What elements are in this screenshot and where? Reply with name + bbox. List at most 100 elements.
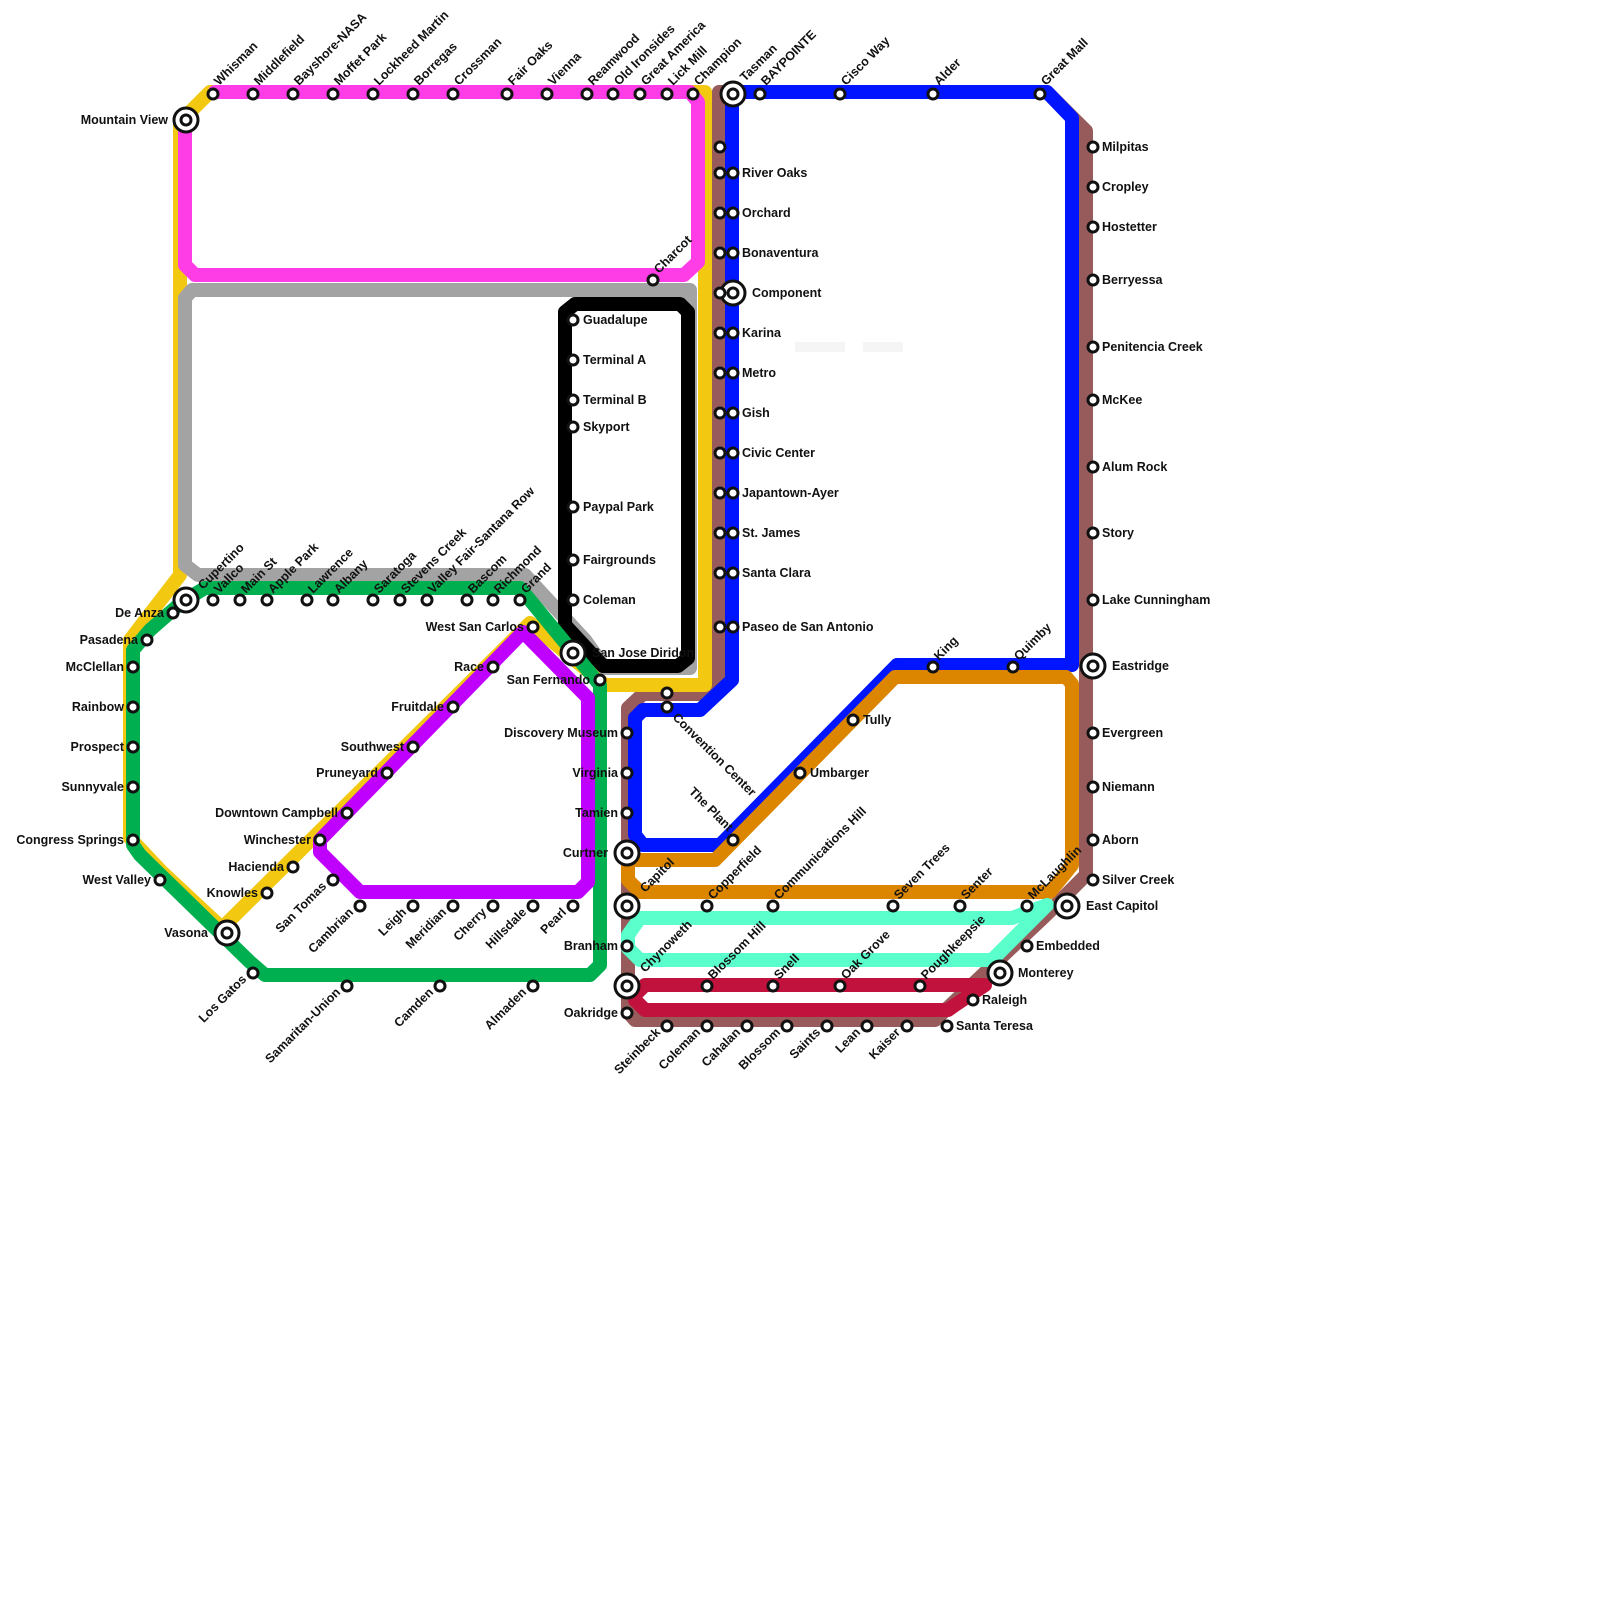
station-reamwood[interactable] [580, 87, 594, 101]
station-fruitdale[interactable] [446, 700, 460, 714]
station-saratoga[interactable] [366, 593, 380, 607]
station-cherry[interactable] [486, 899, 500, 913]
station-downtown-campbell[interactable] [340, 806, 354, 820]
station-guadalupe[interactable] [566, 313, 580, 327]
station-raleigh[interactable] [966, 993, 980, 1007]
station-vallco[interactable] [206, 593, 220, 607]
station-yellow-column[interactable] [713, 166, 727, 180]
station-whisman[interactable] [206, 87, 220, 101]
station-congress-springs[interactable] [126, 833, 140, 847]
station-convention-center[interactable] [660, 686, 674, 700]
station-virginia[interactable] [620, 766, 634, 780]
interchange-monterey[interactable] [986, 959, 1014, 987]
brown-line[interactable] [621, 85, 1093, 1027]
station-rainbow[interactable] [126, 700, 140, 714]
station-los-gatos[interactable] [246, 966, 260, 980]
station-story[interactable] [1086, 526, 1100, 540]
station-main-st[interactable] [233, 593, 247, 607]
station-mcclellan[interactable] [126, 660, 140, 674]
station-tamien[interactable] [620, 806, 634, 820]
station-coleman-south[interactable] [700, 1019, 714, 1033]
station-bascom[interactable] [460, 593, 474, 607]
station-japantown-ayer[interactable] [726, 486, 740, 500]
station-communications-hill[interactable] [766, 899, 780, 913]
station-moffet-park[interactable] [326, 87, 340, 101]
station-yellow-column[interactable] [713, 286, 727, 300]
station-seven-trees[interactable] [886, 899, 900, 913]
station-skyport[interactable] [566, 420, 580, 434]
station-civic-center[interactable] [726, 446, 740, 460]
station-st-james[interactable] [726, 526, 740, 540]
station-yellow-column[interactable] [713, 326, 727, 340]
station-mclaughlin[interactable] [1020, 899, 1034, 913]
station-prospect[interactable] [126, 740, 140, 754]
interchange-component[interactable] [719, 279, 747, 307]
station-southwest[interactable] [406, 740, 420, 754]
orange-line[interactable] [621, 670, 1079, 899]
interchange-mountain-view[interactable] [172, 106, 200, 134]
station-paseo-de-san-antonio[interactable] [726, 620, 740, 634]
station-copperfield[interactable] [700, 899, 714, 913]
station-saints[interactable] [820, 1019, 834, 1033]
station-fair-oaks[interactable] [500, 87, 514, 101]
black-line[interactable] [558, 297, 695, 673]
station-yellow-column[interactable] [713, 566, 727, 580]
interchange-east-capitol[interactable] [1053, 892, 1081, 920]
station-snell[interactable] [766, 979, 780, 993]
station-river-oaks[interactable] [726, 166, 740, 180]
station-race[interactable] [486, 660, 500, 674]
station-great-america[interactable] [633, 87, 647, 101]
station-terminal-a[interactable] [566, 353, 580, 367]
station-karina[interactable] [726, 326, 740, 340]
station-old-ironsides[interactable] [606, 87, 620, 101]
station-hacienda[interactable] [286, 860, 300, 874]
station-samaritan-union[interactable] [340, 979, 354, 993]
station-pearl[interactable] [566, 899, 580, 913]
station-umbarger[interactable] [793, 766, 807, 780]
station-middlefield[interactable] [246, 87, 260, 101]
station-san-tomas[interactable] [326, 873, 340, 887]
station-fairgrounds[interactable] [566, 553, 580, 567]
station-lean[interactable] [860, 1019, 874, 1033]
station-cisco-way[interactable] [833, 87, 847, 101]
station-poughkeepsie[interactable] [913, 979, 927, 993]
station-winchester[interactable] [313, 833, 327, 847]
station-pruneyard[interactable] [380, 766, 394, 780]
station-tully[interactable] [846, 713, 860, 727]
station-yellow-column[interactable] [713, 206, 727, 220]
station-cambrian[interactable] [353, 899, 367, 913]
station-de-anza[interactable] [166, 606, 180, 620]
station-knowles[interactable] [260, 886, 274, 900]
crimson-line[interactable] [628, 978, 992, 1017]
station-oakridge[interactable] [620, 1006, 634, 1020]
station-leigh[interactable] [406, 899, 420, 913]
interchange-san-jose-diridon[interactable] [559, 639, 587, 667]
station-alder[interactable] [926, 87, 940, 101]
station-alum-rock[interactable] [1086, 460, 1100, 474]
station-quimby[interactable] [1006, 660, 1020, 674]
station-san-fernando[interactable] [593, 673, 607, 687]
station-baypointe[interactable] [753, 87, 767, 101]
station-bayshore-nasa[interactable] [286, 87, 300, 101]
interchange-curtner[interactable] [613, 839, 641, 867]
station-richmond[interactable] [486, 593, 500, 607]
interchange-tasman[interactable] [719, 80, 747, 108]
station-blossom[interactable] [780, 1019, 794, 1033]
station-grand[interactable] [513, 593, 527, 607]
station-yellow-column[interactable] [713, 140, 727, 154]
station-hillsdale[interactable] [526, 899, 540, 913]
green-line[interactable] [126, 581, 607, 982]
station-cahalan[interactable] [740, 1019, 754, 1033]
station-meridian[interactable] [446, 899, 460, 913]
station-champion[interactable] [686, 87, 700, 101]
station-evergreen[interactable] [1086, 726, 1100, 740]
station-yellow-column[interactable] [713, 620, 727, 634]
station-hostetter[interactable] [1086, 220, 1100, 234]
station-mckee[interactable] [1086, 393, 1100, 407]
station-aborn[interactable] [1086, 833, 1100, 847]
station-charcot[interactable] [646, 273, 660, 287]
station-yellow-column[interactable] [713, 246, 727, 260]
station-stevens-creek[interactable] [393, 593, 407, 607]
station-metro[interactable] [726, 366, 740, 380]
station-coleman-north[interactable] [566, 593, 580, 607]
